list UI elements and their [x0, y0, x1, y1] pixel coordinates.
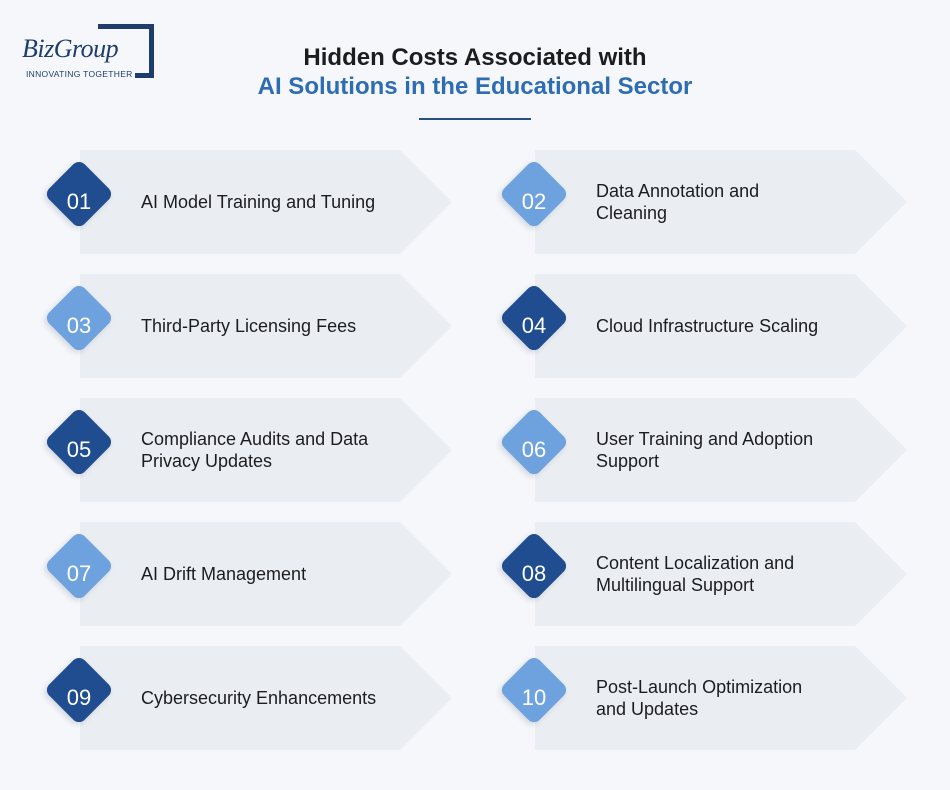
- item-panel: [535, 150, 907, 254]
- badge-number: 03: [66, 313, 92, 338]
- item-label: AI Model Training and Tuning: [141, 192, 376, 212]
- item-panel: [80, 522, 452, 626]
- title-divider: [419, 118, 531, 120]
- item-panel: [535, 274, 907, 378]
- page-subtitle: AI Solutions in the Educational Sector: [257, 73, 693, 100]
- logo-tagline: INNOVATING TOGETHER: [26, 69, 135, 79]
- item-label: Compliance Audits and Data Privacy Updat…: [141, 429, 369, 471]
- item-label: User Training and Adoption Support: [596, 429, 814, 471]
- item-label: Third-Party Licensing Fees: [141, 316, 357, 336]
- cost-item-04: 04 Cloud Infrastructure Scaling: [497, 274, 907, 378]
- item-panel: [535, 522, 907, 626]
- item-panel: [535, 646, 907, 750]
- cost-item-02: 02 Data Annotation and Cleaning: [497, 150, 907, 254]
- cost-item-09: 09 Cybersecurity Enhancements: [42, 646, 452, 750]
- item-panel: [80, 646, 452, 750]
- page-title: Hidden Costs Associated with: [303, 44, 647, 71]
- item-panel: [80, 274, 452, 378]
- item-label: Cloud Infrastructure Scaling: [596, 316, 819, 336]
- badge-number: 02: [521, 189, 547, 214]
- badge-number: 04: [521, 313, 547, 338]
- cost-item-06: 06 User Training and Adoption Support: [497, 398, 907, 502]
- cost-item-10: 10 Post-Launch Optimization and Updates: [497, 646, 907, 750]
- cost-item-03: 03 Third-Party Licensing Fees: [42, 274, 452, 378]
- item-label: AI Drift Management: [141, 564, 307, 584]
- item-label: Data Annotation and Cleaning: [596, 181, 760, 223]
- cost-item-01: 01 AI Model Training and Tuning: [42, 150, 452, 254]
- badge-number: 05: [66, 437, 92, 462]
- cost-item-07: 07 AI Drift Management: [42, 522, 452, 626]
- logo-frame-top: [98, 24, 154, 29]
- item-label: Content Localization and Multilingual Su…: [596, 553, 795, 595]
- logo-wordmark: BizGroup: [22, 34, 121, 64]
- bizgroup-logo[interactable]: BizGroup INNOVATING TOGETHER: [22, 24, 158, 82]
- item-panel: [535, 398, 907, 502]
- cost-item-05: 05 Compliance Audits and Data Privacy Up…: [42, 398, 452, 502]
- item-label: Post-Launch Optimization and Updates: [596, 677, 803, 719]
- badge-number: 09: [66, 685, 92, 710]
- badge-number: 06: [521, 437, 547, 462]
- badge-number: 07: [66, 561, 92, 586]
- badge-number: 08: [521, 561, 547, 586]
- item-panel: [80, 150, 452, 254]
- badge-number: 01: [66, 189, 92, 214]
- cost-item-08: 08 Content Localization and Multilingual…: [497, 522, 907, 626]
- badge-number: 10: [521, 685, 547, 710]
- item-panel: [80, 398, 452, 502]
- item-label: Cybersecurity Enhancements: [141, 688, 377, 708]
